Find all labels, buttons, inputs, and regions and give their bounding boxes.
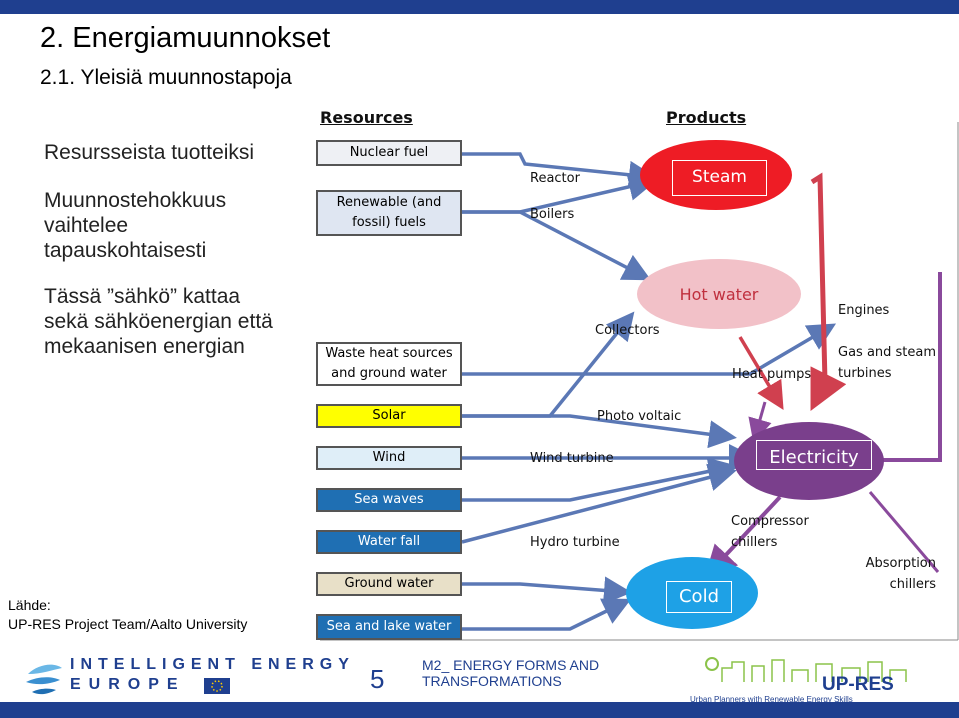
resource-waste-line: and ground water — [331, 366, 447, 381]
arrow-waste-hotwater — [462, 323, 837, 376]
converter-compressor-line: Compressor — [731, 514, 809, 529]
header-resources: Resources — [320, 108, 413, 127]
arrow-waterfall-electricity — [461, 463, 737, 544]
arrow-seawater-cold — [462, 598, 632, 631]
converter-absorption-line: chillers — [889, 577, 936, 592]
upres-tagline: Urban Planners with Renewable Energy Ski… — [690, 695, 853, 704]
resource-renewable-line: Renewable (and — [336, 195, 442, 210]
converter-compressor-chillers: Compressor chillers — [731, 511, 809, 553]
side-text-line: mekaanisen energian — [44, 335, 245, 358]
converter-gas-steam-line: turbines — [838, 366, 892, 381]
arrow-heatpumps-electricity — [748, 401, 772, 443]
resource-water-fall: Water fall — [316, 530, 462, 554]
slide-subtitle: 2.1. Yleisiä muunnostapoja — [40, 66, 292, 89]
resource-renewable-fuels: Renewable (and fossil) fuels — [316, 190, 462, 236]
arrow-hotwater-heatpumps — [738, 336, 784, 411]
converter-photo-voltaic: Photo voltaic — [597, 409, 682, 424]
arrow-electricity-absorption — [868, 491, 940, 573]
top-bar — [0, 0, 959, 14]
product-cold: Cold — [626, 557, 758, 629]
converter-compressor-line: chillers — [731, 535, 778, 550]
product-hot-water-label: Hot water — [667, 281, 771, 309]
side-text-line: Muunnostehokkuus — [44, 189, 227, 212]
product-electricity-label: Electricity — [756, 440, 872, 470]
module-title-line: M2_ ENERGY FORMS AND — [422, 657, 600, 673]
intelligent-energy-logo-text: INTELLIGENT ENERGY — [70, 656, 355, 673]
page-number: 5 — [370, 664, 385, 694]
bottom-bar — [0, 702, 959, 718]
product-steam-label: Steam — [672, 160, 767, 196]
arrow-fuels-hotwater — [462, 210, 652, 281]
product-cold-label: Cold — [666, 581, 732, 613]
arrow-steam-turbines — [810, 172, 847, 411]
resource-wind: Wind — [316, 446, 462, 470]
arrow-solar-pv — [462, 414, 737, 449]
module-title-line: TRANSFORMATIONS — [422, 673, 562, 689]
converter-gas-steam-line: Gas and steam — [838, 345, 937, 360]
source-line: UP-RES Project Team/Aalto University — [8, 616, 248, 632]
converter-reactor: Reactor — [530, 171, 580, 186]
converter-wind-turbine: Wind turbine — [530, 451, 614, 466]
converter-boilers: Boilers — [530, 207, 575, 222]
converter-hydro-turbine: Hydro turbine — [530, 535, 620, 550]
resource-sea-lake-water: Sea and lake water — [316, 614, 462, 640]
converter-absorption-line: Absorption — [865, 556, 936, 571]
resource-waste-line: Waste heat sources — [325, 346, 453, 361]
source-line: Lähde: — [8, 597, 51, 613]
side-text-line: Tässä ”sähkö” kattaa — [44, 285, 241, 308]
arrow-waves-electricity — [462, 457, 737, 502]
side-text-electricity-note: Tässä ”sähkö” kattaa sekä sähköenergian … — [44, 284, 273, 359]
resource-solar: Solar — [316, 404, 462, 428]
diagram-arrows — [320, 122, 959, 641]
resource-sea-waves: Sea waves — [316, 488, 462, 512]
converter-absorption-chillers: Absorption chillers — [858, 553, 936, 595]
header-products: Products — [666, 108, 747, 127]
city-skyline-icon — [692, 654, 914, 684]
side-text-line: sekä sähköenergian että — [44, 310, 273, 333]
product-steam: Steam — [640, 140, 792, 210]
module-title: M2_ ENERGY FORMS AND TRANSFORMATIONS — [422, 657, 599, 689]
source-credit: Lähde: UP-RES Project Team/Aalto Univers… — [8, 596, 247, 634]
product-electricity: Electricity — [734, 422, 884, 500]
product-hot-water: Hot water — [637, 259, 801, 329]
eu-flag-icon — [204, 678, 230, 694]
side-text-resources: Resursseista tuotteiksi — [44, 141, 255, 164]
intelligent-energy-logo-icon — [24, 654, 64, 698]
europe-logo-text: EUROPE — [70, 676, 186, 693]
converter-heat-pumps: Heat pumps — [732, 367, 812, 382]
side-text-line: vaihtelee — [44, 214, 129, 237]
side-text-line: tapauskohtaisesti — [44, 239, 207, 262]
side-text-efficiency: Muunnostehokkuus vaihtelee tapauskohtais… — [44, 188, 226, 263]
converter-collectors: Collectors — [595, 323, 660, 338]
resource-renewable-line: fossil) fuels — [352, 215, 426, 230]
resource-waste-heat: Waste heat sources and ground water — [316, 342, 462, 386]
converter-engines: Engines — [838, 303, 890, 318]
energy-conversion-diagram: Resources Products Nuclear fuel Renewabl… — [310, 102, 959, 642]
arrow-nuclear-steam — [462, 152, 657, 189]
converter-gas-steam-turbines: Gas and steam turbines — [838, 342, 936, 384]
slide-title: 2. Energiamuunnokset — [40, 22, 331, 54]
upres-logo: UP-RES — [822, 674, 894, 695]
resource-nuclear-fuel: Nuclear fuel — [316, 140, 462, 166]
resource-ground-water: Ground water — [316, 572, 462, 596]
arrow-electricity-cold — [704, 495, 782, 578]
arrow-groundwater-cold — [462, 576, 632, 605]
